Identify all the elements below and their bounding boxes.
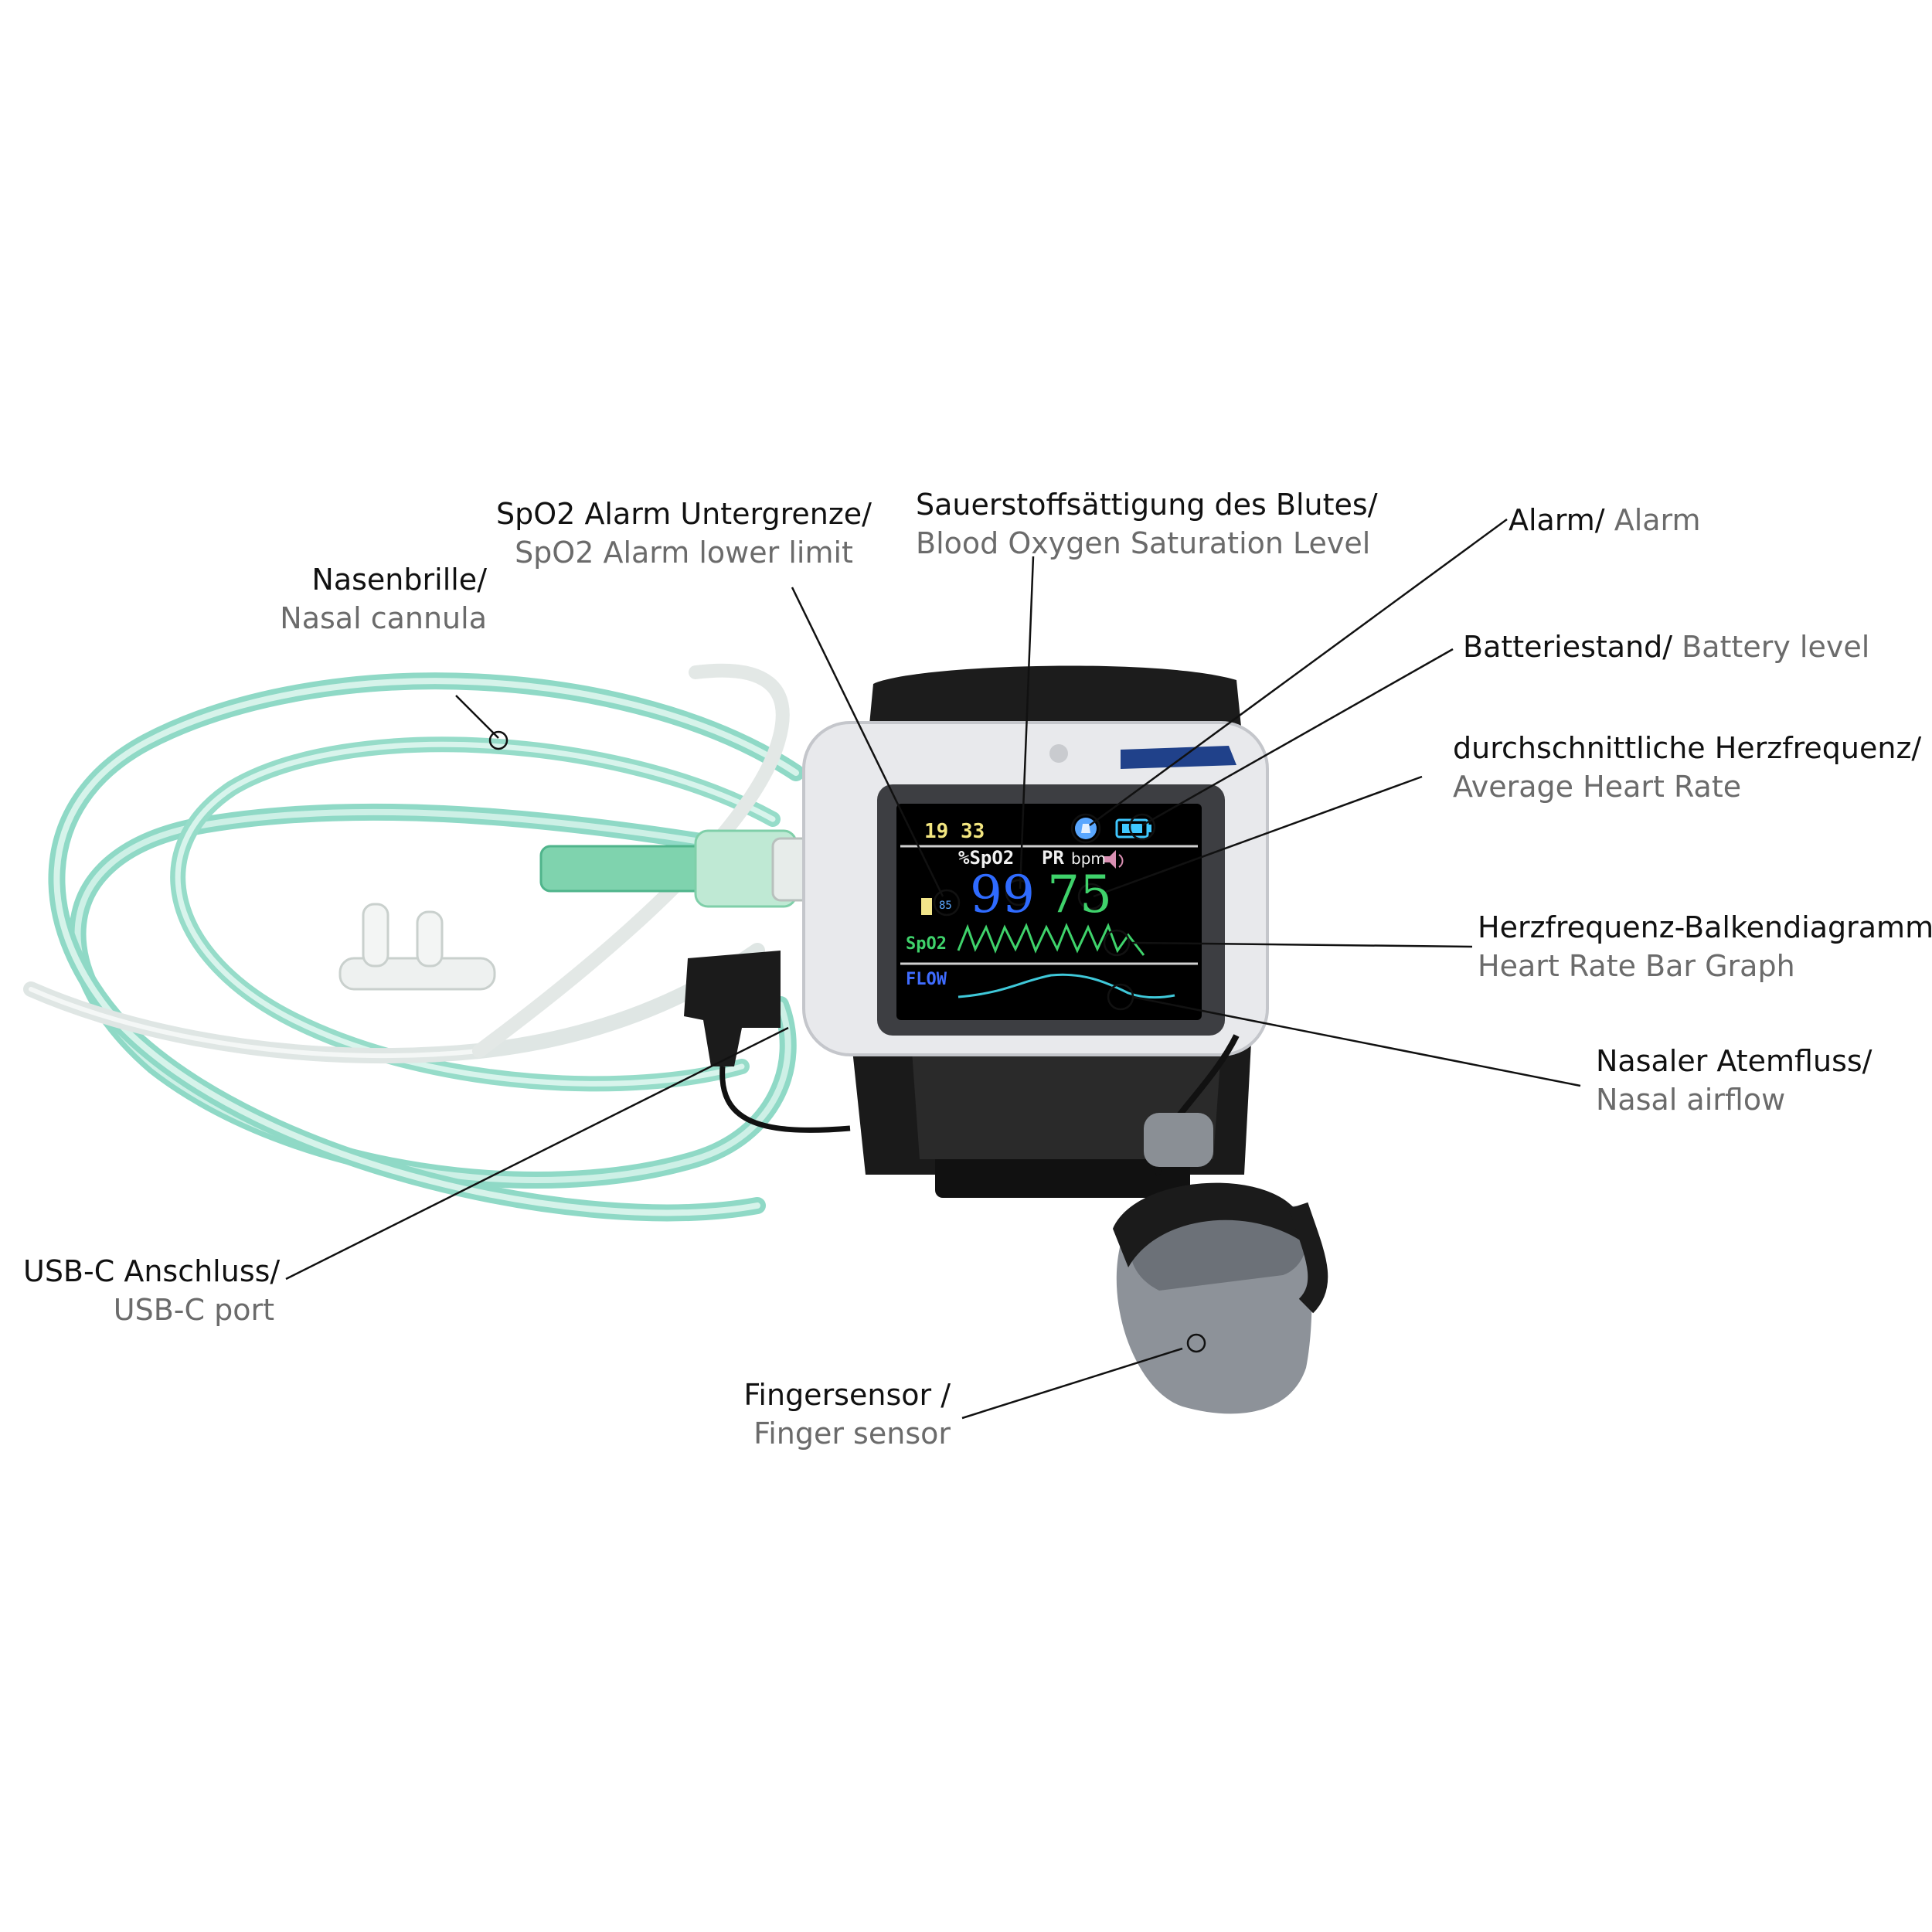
label-finger-sensor: Fingersensor / Finger sensor xyxy=(711,1376,951,1453)
label-nasal-airflow-de: Nasaler Atemfluss/ xyxy=(1596,1044,1872,1078)
label-alarm-lower-limit: SpO2 Alarm Untergrenze/ SpO2 Alarm lower… xyxy=(495,495,873,572)
label-battery-en: Battery level xyxy=(1672,630,1870,664)
label-avg-heart-rate-de: durchschnittliche Herzfrequenz/ xyxy=(1453,731,1922,765)
label-usb-port-en: USB-C port xyxy=(113,1293,274,1327)
spo2-waveform xyxy=(957,923,1145,956)
screen-bpm-label: bpm xyxy=(1071,849,1106,868)
label-battery-de: Batteriestand/ xyxy=(1463,630,1673,664)
recorder-device xyxy=(802,721,1269,1056)
label-nasal-airflow-en: Nasal airflow xyxy=(1596,1083,1786,1117)
screen-spo2-label: %SpO2 xyxy=(958,847,1014,869)
label-nasal-cannula-en: Nasal cannula xyxy=(280,601,487,635)
label-alarm: Alarm/ Alarm xyxy=(1509,501,1701,539)
label-hr-bar-graph-en: Heart Rate Bar Graph xyxy=(1478,949,1795,983)
label-saturation-en: Blood Oxygen Saturation Level xyxy=(916,526,1371,560)
screen-wave-label: SpO2 xyxy=(906,934,947,954)
label-finger-sensor-en: Finger sensor xyxy=(753,1417,951,1451)
label-usb-port-de: USB-C Anschluss/ xyxy=(23,1254,281,1288)
label-hr-bar-graph: Herzfrequenz-Balkendiagramm/ Heart Rate … xyxy=(1478,908,1932,985)
screen-pr-label: PR xyxy=(1042,847,1064,869)
label-alarm-en: Alarm xyxy=(1604,503,1701,537)
label-battery: Batteriestand/ Battery level xyxy=(1463,628,1869,666)
leader-lines xyxy=(285,518,1581,1420)
label-alarm-de: Alarm/ xyxy=(1509,503,1605,537)
label-nasal-cannula: Nasenbrille/ Nasal cannula xyxy=(255,560,487,638)
label-saturation: Sauerstoffsättigung des Blutes/ Blood Ox… xyxy=(916,485,1378,563)
label-nasal-cannula-de: Nasenbrille/ xyxy=(311,563,487,597)
label-finger-sensor-de: Fingersensor / xyxy=(743,1378,951,1412)
screen-time: 19 33 xyxy=(924,820,985,843)
screen-pr-value: 75 xyxy=(1047,865,1112,924)
screen-spo2-value: 99 xyxy=(970,865,1035,924)
label-saturation-de: Sauerstoffsättigung des Blutes/ xyxy=(916,488,1378,522)
nasal-cannula-tubing xyxy=(23,663,812,1222)
label-avg-heart-rate: durchschnittliche Herzfrequenz/ Average … xyxy=(1453,729,1921,806)
screen-alarm-limit: 85 xyxy=(939,900,952,912)
callout-circles xyxy=(488,730,1206,1353)
finger-sensor xyxy=(1113,1034,1328,1414)
alarm-bell-icon xyxy=(1075,818,1097,839)
label-alarm-lower-limit-de: SpO2 Alarm Untergrenze/ xyxy=(496,497,872,531)
nasal-prongs xyxy=(338,903,496,991)
usb-c-plug xyxy=(684,951,851,1133)
label-usb-port: USB-C Anschluss/ USB-C port xyxy=(23,1252,281,1329)
label-avg-heart-rate-en: Average Heart Rate xyxy=(1453,770,1742,804)
speaker-icon xyxy=(1104,850,1124,869)
label-alarm-lower-limit-en: SpO2 Alarm lower limit xyxy=(515,536,853,570)
label-hr-bar-graph-de: Herzfrequenz-Balkendiagramm/ xyxy=(1478,910,1932,944)
screen-flow-label: FLOW xyxy=(906,970,947,989)
flow-waveform xyxy=(957,973,1175,999)
label-nasal-airflow: Nasaler Atemfluss/ Nasal airflow xyxy=(1596,1042,1872,1119)
